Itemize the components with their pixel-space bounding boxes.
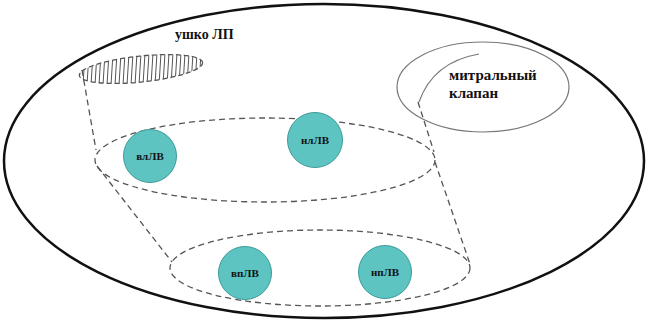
vein-label: впЛВ [231,268,259,279]
hatching [79,53,201,85]
vein-circle: впЛВ [218,246,272,300]
lower-vein-ring [170,230,470,306]
valve-shape: митральный клапан [393,40,585,134]
appendage-shape: ушко ЛП [75,25,255,87]
guide-line [418,102,434,152]
appendage-ellipse [78,50,204,89]
vein-circle: нпЛВ [358,245,412,299]
vein-circle: влЛВ [123,129,177,183]
part-label: митральный клапан [449,66,553,102]
valve-ring [397,42,569,132]
vein-label: влЛВ [136,151,164,162]
vein-circle: нлЛВ [287,112,343,168]
guide-line [435,162,470,264]
vein-label: нлЛВ [301,135,329,146]
heart-outline [4,4,644,318]
upper-vein-ring [95,118,435,202]
vein-label: нпЛВ [371,267,399,278]
part-label: ушко ЛП [175,27,234,44]
